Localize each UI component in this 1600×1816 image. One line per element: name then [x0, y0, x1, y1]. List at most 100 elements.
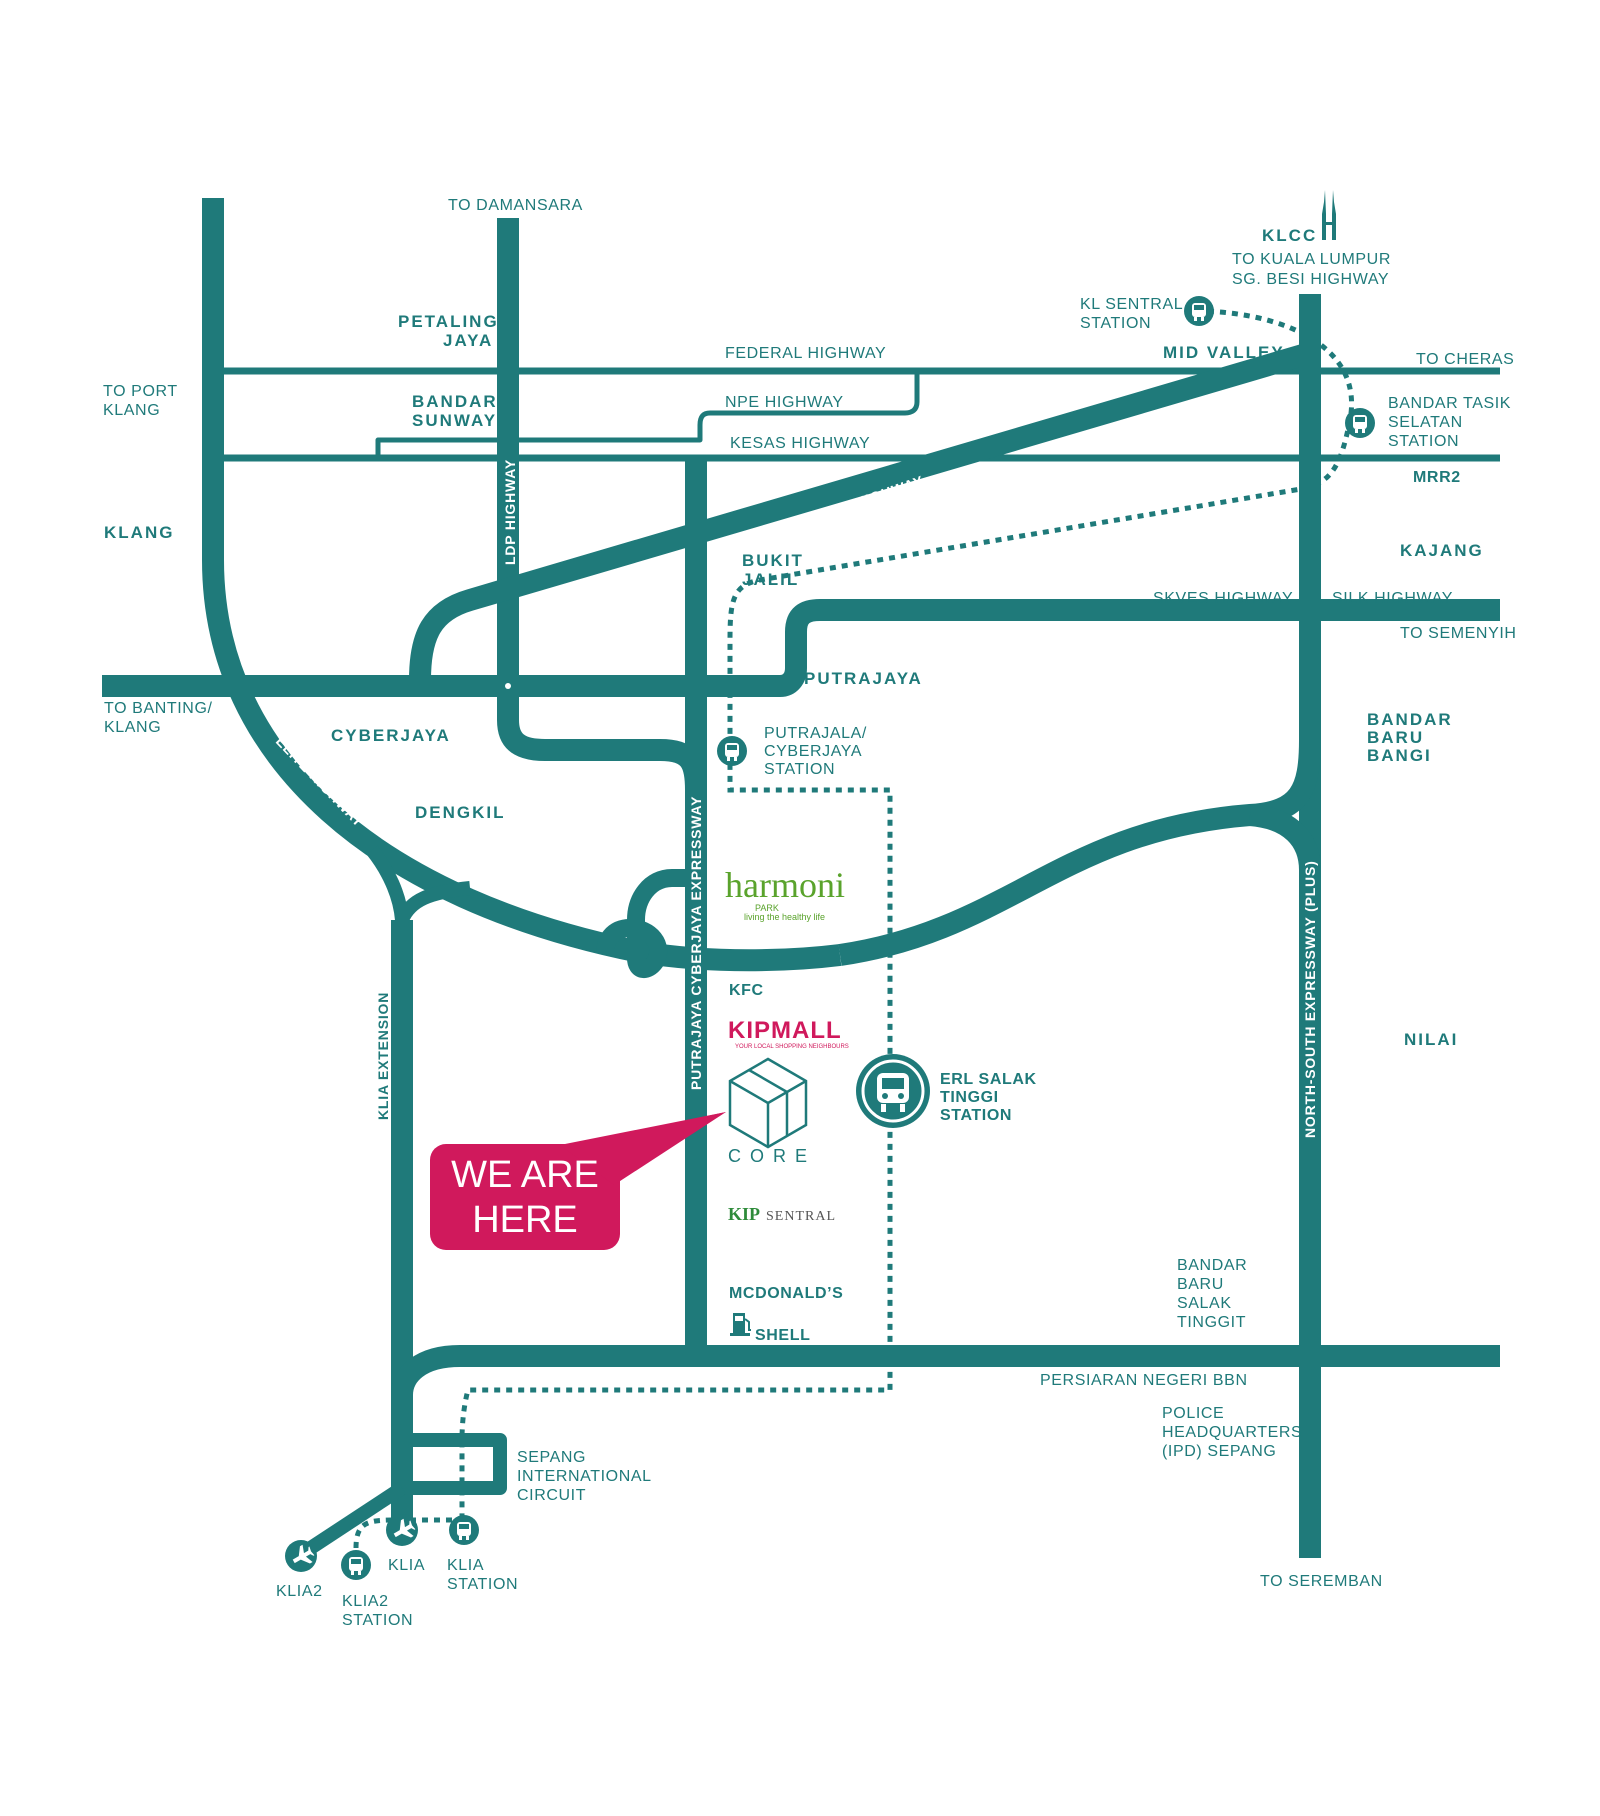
nilai-label: NILAI	[1404, 1030, 1458, 1049]
tasik-1: BANDAR TASIK	[1388, 395, 1511, 412]
erl-train-icon	[856, 1054, 930, 1128]
harmoni-tagline: living the healthy life	[744, 912, 825, 922]
salak-4: TINGGIT	[1177, 1314, 1246, 1331]
callout-line1: WE ARE	[451, 1154, 599, 1196]
sepang-2: INTERNATIONAL	[517, 1468, 652, 1485]
mid-valley: MID VALLEY	[1163, 343, 1285, 362]
harmoni-park-logo: harmoni PARK living the healthy life	[725, 865, 845, 922]
train-icon	[1184, 296, 1214, 326]
road-network	[102, 198, 1500, 1561]
train-icon	[341, 1550, 371, 1580]
to-cheras: TO CHERAS	[1416, 351, 1514, 368]
klia-label: KLIA	[388, 1557, 425, 1574]
bukit-jalil-1: BUKIT	[742, 551, 804, 570]
silk-highway-label: SILK HIGHWAY	[1332, 590, 1453, 607]
mcdonalds-label: MCDONALD’S	[729, 1285, 843, 1302]
fuel-pump-icon	[730, 1313, 751, 1336]
kip-wordmark: KIP	[728, 1204, 760, 1224]
station-labels: KL SENTRAL STATION BANDAR TASIK SELATAN …	[342, 296, 1511, 1629]
persiaran-negeri-bbn	[391, 1345, 1500, 1420]
klang-label: KLANG	[104, 523, 174, 542]
ldp-highway-label: LDP HIGHWAY	[502, 459, 518, 565]
train-icon	[717, 736, 747, 766]
klia-extension-label: KLIA EXTENSION	[375, 992, 391, 1120]
putrajaya-label: PUTRAJAYA	[804, 669, 923, 688]
sepang-1: SEPANG	[517, 1449, 586, 1466]
tasik-3: STATION	[1388, 433, 1459, 450]
kl-sentral-2: STATION	[1080, 315, 1151, 332]
callout-line2: HERE	[472, 1199, 578, 1241]
police-2: HEADQUARTERS	[1162, 1424, 1302, 1441]
kip-sentral-logo: KIP SENTRAL	[728, 1204, 836, 1224]
klia2-road	[296, 1482, 406, 1561]
klia-station-1: KLIA	[447, 1557, 484, 1574]
roundabout-marker	[505, 683, 511, 689]
klia2-station-1: KLIA2	[342, 1593, 389, 1610]
to-kl-line2: SG. BESI HIGHWAY	[1232, 271, 1389, 288]
erl-1: ERL SALAK	[940, 1071, 1037, 1088]
persiaran-label: PERSIARAN NEGERI BBN	[1040, 1372, 1248, 1389]
kipmall-wordmark: KIPMALL	[728, 1017, 842, 1044]
kajang-label: KAJANG	[1400, 541, 1484, 560]
bangi-3: BANGI	[1367, 746, 1432, 765]
train-icon	[449, 1515, 479, 1545]
callout-pointer	[560, 1112, 726, 1185]
shell-label: SHELL	[755, 1327, 810, 1344]
to-kl-line1: TO KUALA LUMPUR	[1232, 251, 1391, 268]
nse-link-road-south	[1248, 804, 1321, 871]
airplane-icon	[285, 1540, 317, 1572]
to-banting-2: KLANG	[104, 719, 161, 736]
to-damansara: TO DAMANSARA	[448, 197, 583, 214]
harmoni-wordmark: harmoni	[725, 865, 845, 905]
bandar-sunway-1: BANDAR	[412, 392, 498, 411]
sentral-wordmark: SENTRAL	[766, 1209, 836, 1224]
bangi-2: BARU	[1367, 728, 1424, 747]
banting-road	[102, 599, 1500, 697]
petaling-jaya-1: PETALING	[398, 312, 499, 331]
salak-2: BARU	[1177, 1276, 1224, 1293]
kesas-highway-label: KESAS HIGHWAY	[730, 435, 870, 452]
npe-highway	[375, 371, 920, 458]
federal-highway-label: FEDERAL HIGHWAY	[725, 345, 886, 362]
bandar-sunway-2: SUNWAY	[412, 411, 497, 430]
police-3: (IPD) SEPANG	[1162, 1443, 1276, 1460]
nse-link-road	[838, 739, 1321, 966]
salak-3: SALAK	[1177, 1295, 1232, 1312]
klia-station-2: STATION	[447, 1576, 518, 1593]
nse-label: NORTH-SOUTH EXPRESSWAY (PLUS)	[1302, 860, 1318, 1138]
kipmall-tagline: YOUR LOCAL SHOPPING NEIGHBOURS	[735, 1044, 849, 1050]
kipmall-logo: KIPMALL YOUR LOCAL SHOPPING NEIGHBOURS	[728, 1017, 849, 1050]
skves-highway-label: SKVES HIGHWAY	[1153, 590, 1293, 607]
to-port-klang-1: TO PORT	[103, 383, 178, 400]
putrajaya-station-1: PUTRAJALA/	[764, 725, 867, 742]
twin-towers-icon	[1322, 190, 1336, 240]
erl-3: STATION	[940, 1107, 1012, 1124]
to-seremban: TO SEREMBAN	[1260, 1573, 1383, 1590]
cube-icon	[728, 1057, 808, 1149]
mex-highway	[409, 343, 1310, 681]
police-1: POLICE	[1162, 1405, 1224, 1422]
place-labels: TO DAMANSARA KLCC TO KUALA LUMPUR SG. BE…	[103, 197, 1517, 1600]
kfc-label: KFC	[729, 982, 764, 999]
tasik-2: SELATAN	[1388, 414, 1463, 431]
salak-1: BANDAR	[1177, 1257, 1247, 1274]
we-are-here-callout: WE ARE HERE	[430, 1112, 726, 1250]
core-logo: CORE	[728, 1057, 808, 1166]
klia2-label: KLIA2	[276, 1583, 323, 1600]
bangi-1: BANDAR	[1367, 710, 1453, 729]
bukit-jalil-2: JALIL	[742, 570, 799, 589]
erl-2: TINGGI	[940, 1089, 999, 1106]
airplane-icon	[386, 1514, 418, 1546]
klia2-station-2: STATION	[342, 1612, 413, 1629]
pce-interchange	[596, 869, 696, 978]
petaling-jaya-2: JAYA	[443, 331, 493, 350]
klia-extension-link	[366, 845, 471, 927]
ldp-highway	[497, 218, 707, 791]
to-semenyih: TO SEMENYIH	[1400, 625, 1517, 642]
callout-box	[430, 1144, 620, 1250]
harmoni-park-text: PARK	[755, 903, 779, 913]
kl-sentral-1: KL SENTRAL	[1080, 296, 1183, 313]
npe-highway-label: NPE HIGHWAY	[725, 394, 844, 411]
to-banting-1: TO BANTING/	[104, 700, 213, 717]
